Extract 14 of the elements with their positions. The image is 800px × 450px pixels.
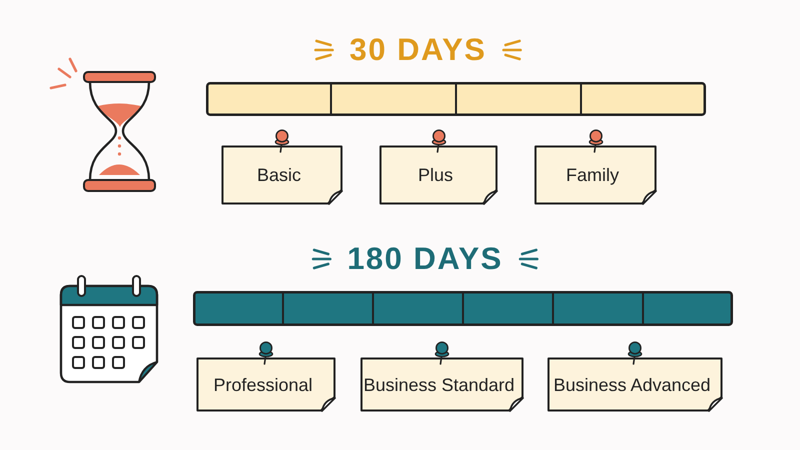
note-text: Plus	[418, 164, 453, 186]
sticky-note	[534, 145, 657, 205]
timeline-heading: 180 DAYS	[347, 241, 503, 277]
timeline-heading: 30 DAYS	[350, 32, 486, 68]
note-text: Professional	[213, 374, 313, 396]
note-text: Basic	[256, 164, 301, 186]
sticky-note	[360, 357, 524, 412]
sticky-note	[379, 145, 498, 205]
note-text: Business Standard	[363, 374, 515, 396]
sticky-note	[196, 357, 336, 412]
sticky-note	[221, 145, 343, 205]
sticky-note	[547, 357, 723, 412]
note-text: Family	[566, 164, 619, 186]
note-text: Business Advanced	[553, 374, 711, 396]
